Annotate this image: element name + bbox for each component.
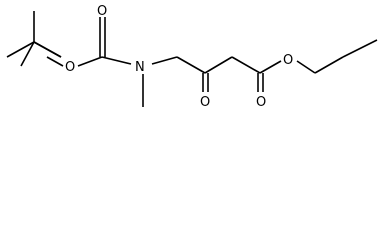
bond-oxygen-ethyl-ch2 bbox=[296, 60, 316, 74]
bond-oxygen-carbonyl-carbon bbox=[77, 56, 103, 67]
amine-chain bbox=[142, 56, 261, 107]
tert-butyl-group bbox=[6, 11, 62, 67]
structural-formula: O O N O O O bbox=[6, 4, 378, 110]
atom-label-ester-ether-oxygen: O bbox=[283, 53, 293, 68]
bond-ketone-to-methylene bbox=[204, 56, 233, 74]
atom-label-ketone-oxygen: O bbox=[200, 95, 210, 110]
bond-ethyl-ch2-ch3 bbox=[314, 56, 344, 74]
bond-methylene-ester-carbon bbox=[231, 56, 261, 74]
bond-tbu-carbon-oxygen bbox=[46, 56, 64, 67]
bond-tbu-methyl-lower bbox=[20, 41, 35, 67]
bond-tbu-to-oxygen bbox=[33, 41, 62, 58]
bond-ester-carbon-oxygen bbox=[259, 60, 282, 74]
ethyl-ester-group bbox=[257, 39, 378, 92]
atom-label-ester-carbonyl-oxygen: O bbox=[256, 95, 266, 110]
bond-nitrogen-methylene bbox=[151, 56, 178, 65]
bond-carbonyl-to-nitrogen bbox=[101, 56, 132, 65]
atom-label-nitrogen: N bbox=[135, 60, 145, 75]
atom-label-carbamate-ether-oxygen: O bbox=[65, 60, 75, 75]
carbamate-group bbox=[46, 17, 132, 67]
bond-methylene-ketone-carbon bbox=[176, 56, 206, 74]
atom-label-carbamate-carbonyl-oxygen: O bbox=[97, 4, 107, 19]
bond-tbu-methyl-left bbox=[6, 41, 35, 58]
bond-ethyl-terminal bbox=[342, 39, 378, 58]
